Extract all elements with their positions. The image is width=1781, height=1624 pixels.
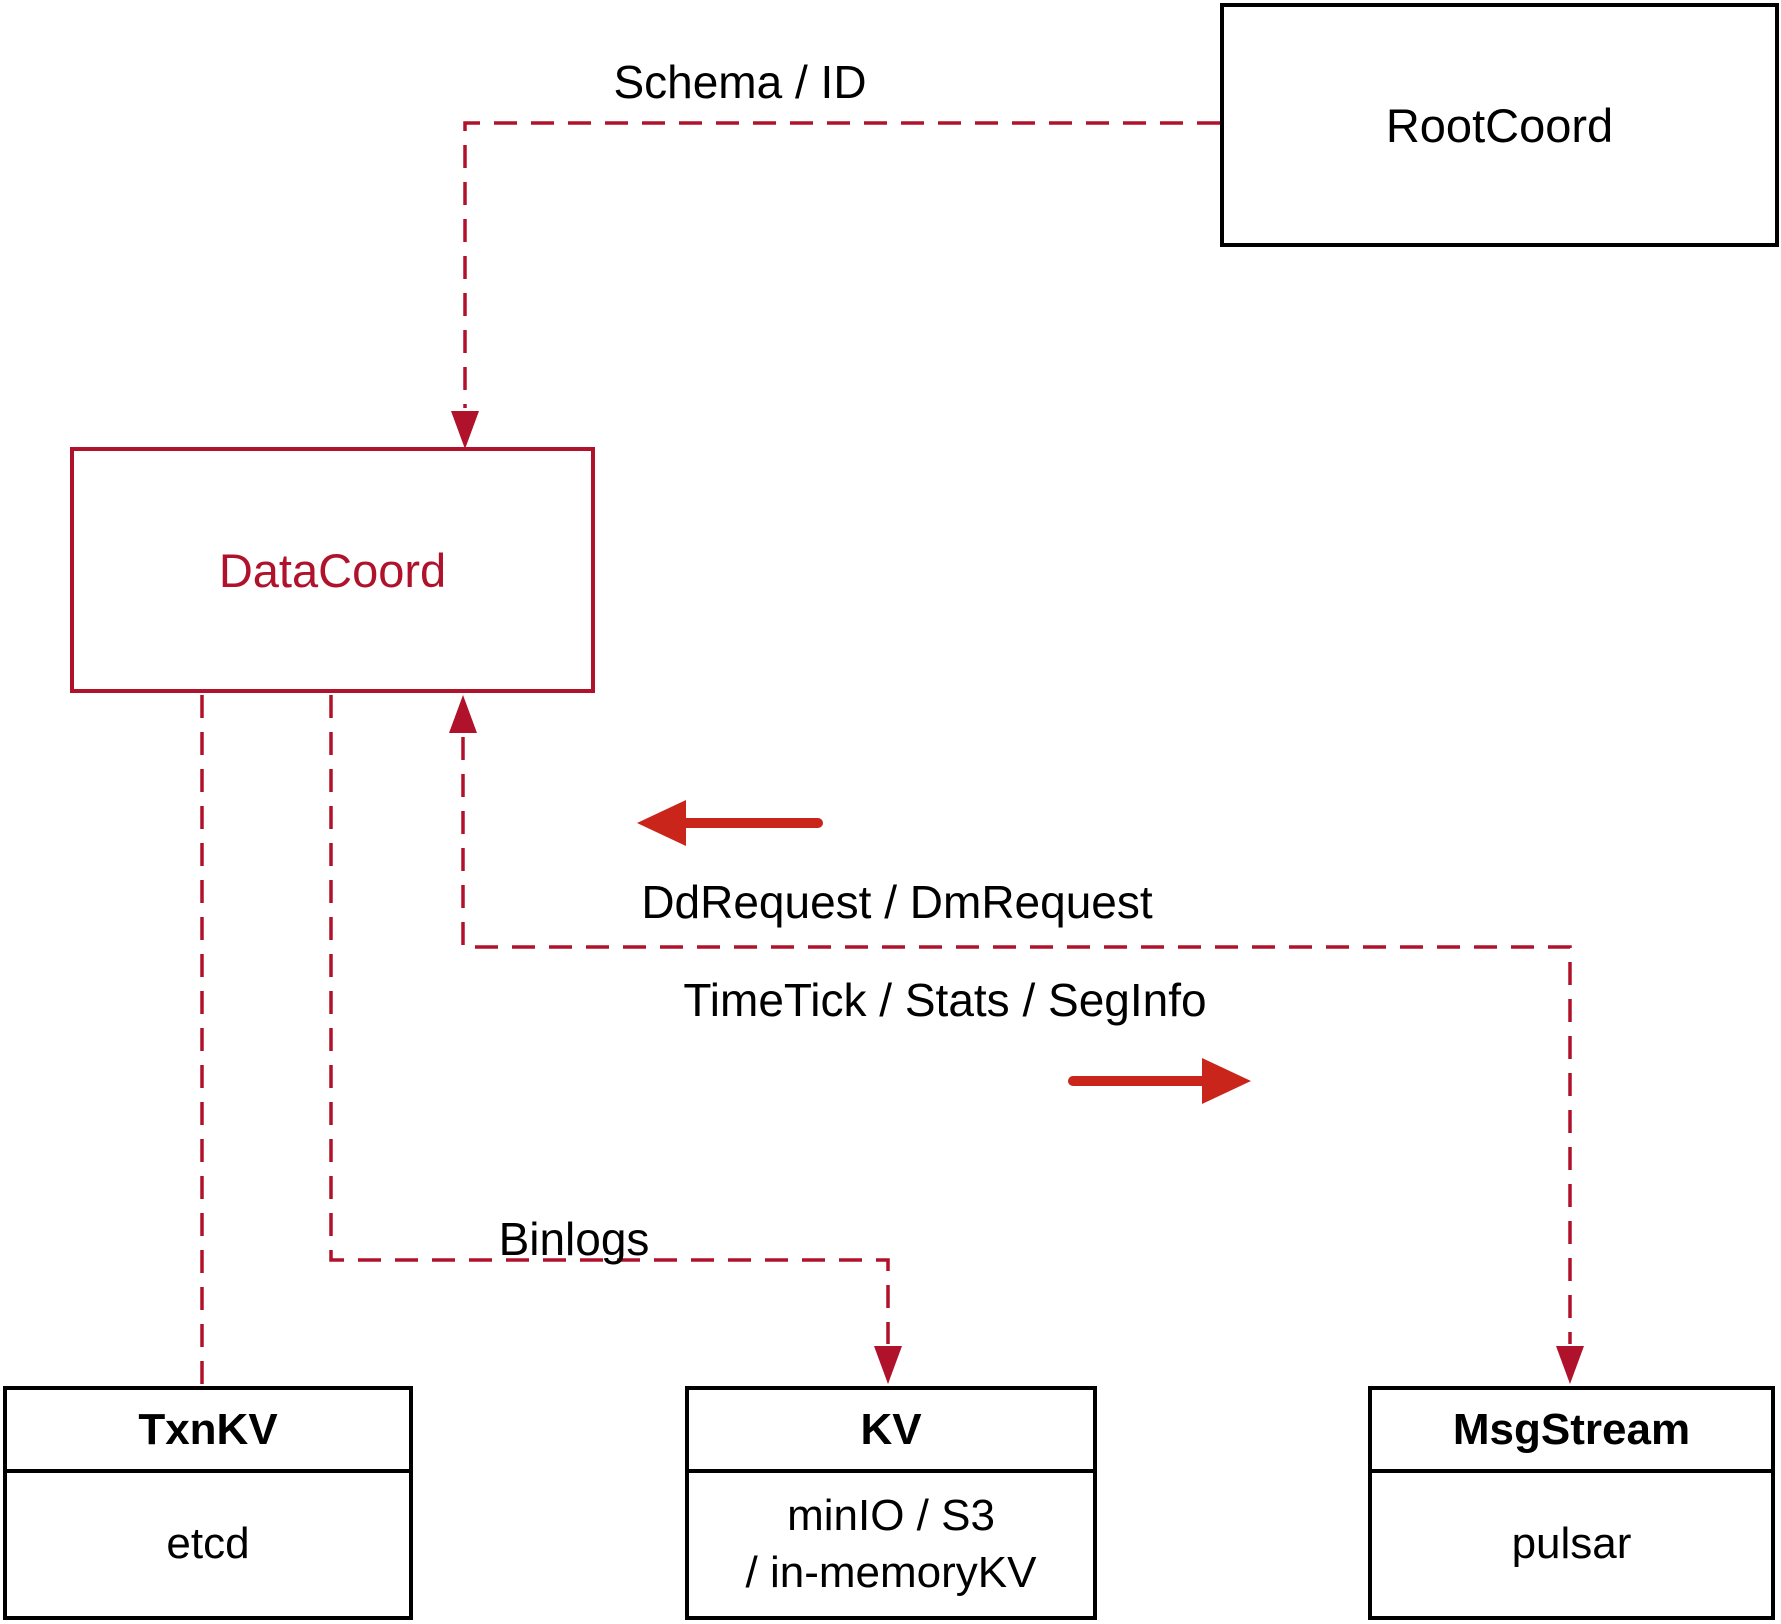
edge-label-timetick-stats-seginfo: TimeTick / Stats / SegInfo	[683, 974, 1207, 1026]
kv-body: minIO / S3 / in-memoryKV	[689, 1473, 1093, 1616]
arrowhead-down-msgstream-icon	[1556, 1346, 1584, 1384]
node-txnkv: TxnKV etcd	[3, 1386, 413, 1620]
kv-body-line2: / in-memoryKV	[745, 1547, 1037, 1597]
node-kv: KV minIO / S3 / in-memoryKV	[685, 1386, 1097, 1620]
arrowhead-down-datacoord-icon	[451, 411, 479, 449]
datacoord-label: DataCoord	[218, 543, 447, 597]
arrowhead-up-datacoord-icon	[449, 695, 477, 733]
node-rootcoord: RootCoord	[1220, 3, 1779, 247]
msgstream-header: MsgStream	[1372, 1390, 1771, 1473]
msgstream-body-label: pulsar	[1511, 1519, 1632, 1569]
edge-label-schema-id: Schema / ID	[613, 56, 867, 108]
kv-header: KV	[689, 1390, 1093, 1473]
right-direction-arrow-icon	[1202, 1058, 1251, 1104]
rootcoord-label: RootCoord	[1385, 98, 1614, 152]
txnkv-body-label: etcd	[166, 1519, 250, 1569]
binlogs-connector	[329, 695, 890, 1344]
kv-body-line1: minIO / S3	[787, 1491, 995, 1541]
node-msgstream: MsgStream pulsar	[1368, 1386, 1775, 1620]
node-datacoord: DataCoord	[70, 447, 595, 693]
txnkv-body: etcd	[7, 1473, 409, 1616]
edge-label-dd-dm-request: DdRequest / DmRequest	[641, 876, 1153, 928]
arrowhead-down-kv-icon	[874, 1346, 902, 1384]
schema-id-connector	[463, 121, 1220, 408]
txnkv-header: TxnKV	[7, 1390, 409, 1473]
left-direction-arrow-icon	[637, 800, 686, 846]
edge-label-binlogs: Binlogs	[498, 1213, 650, 1265]
msgstream-body: pulsar	[1372, 1473, 1771, 1616]
